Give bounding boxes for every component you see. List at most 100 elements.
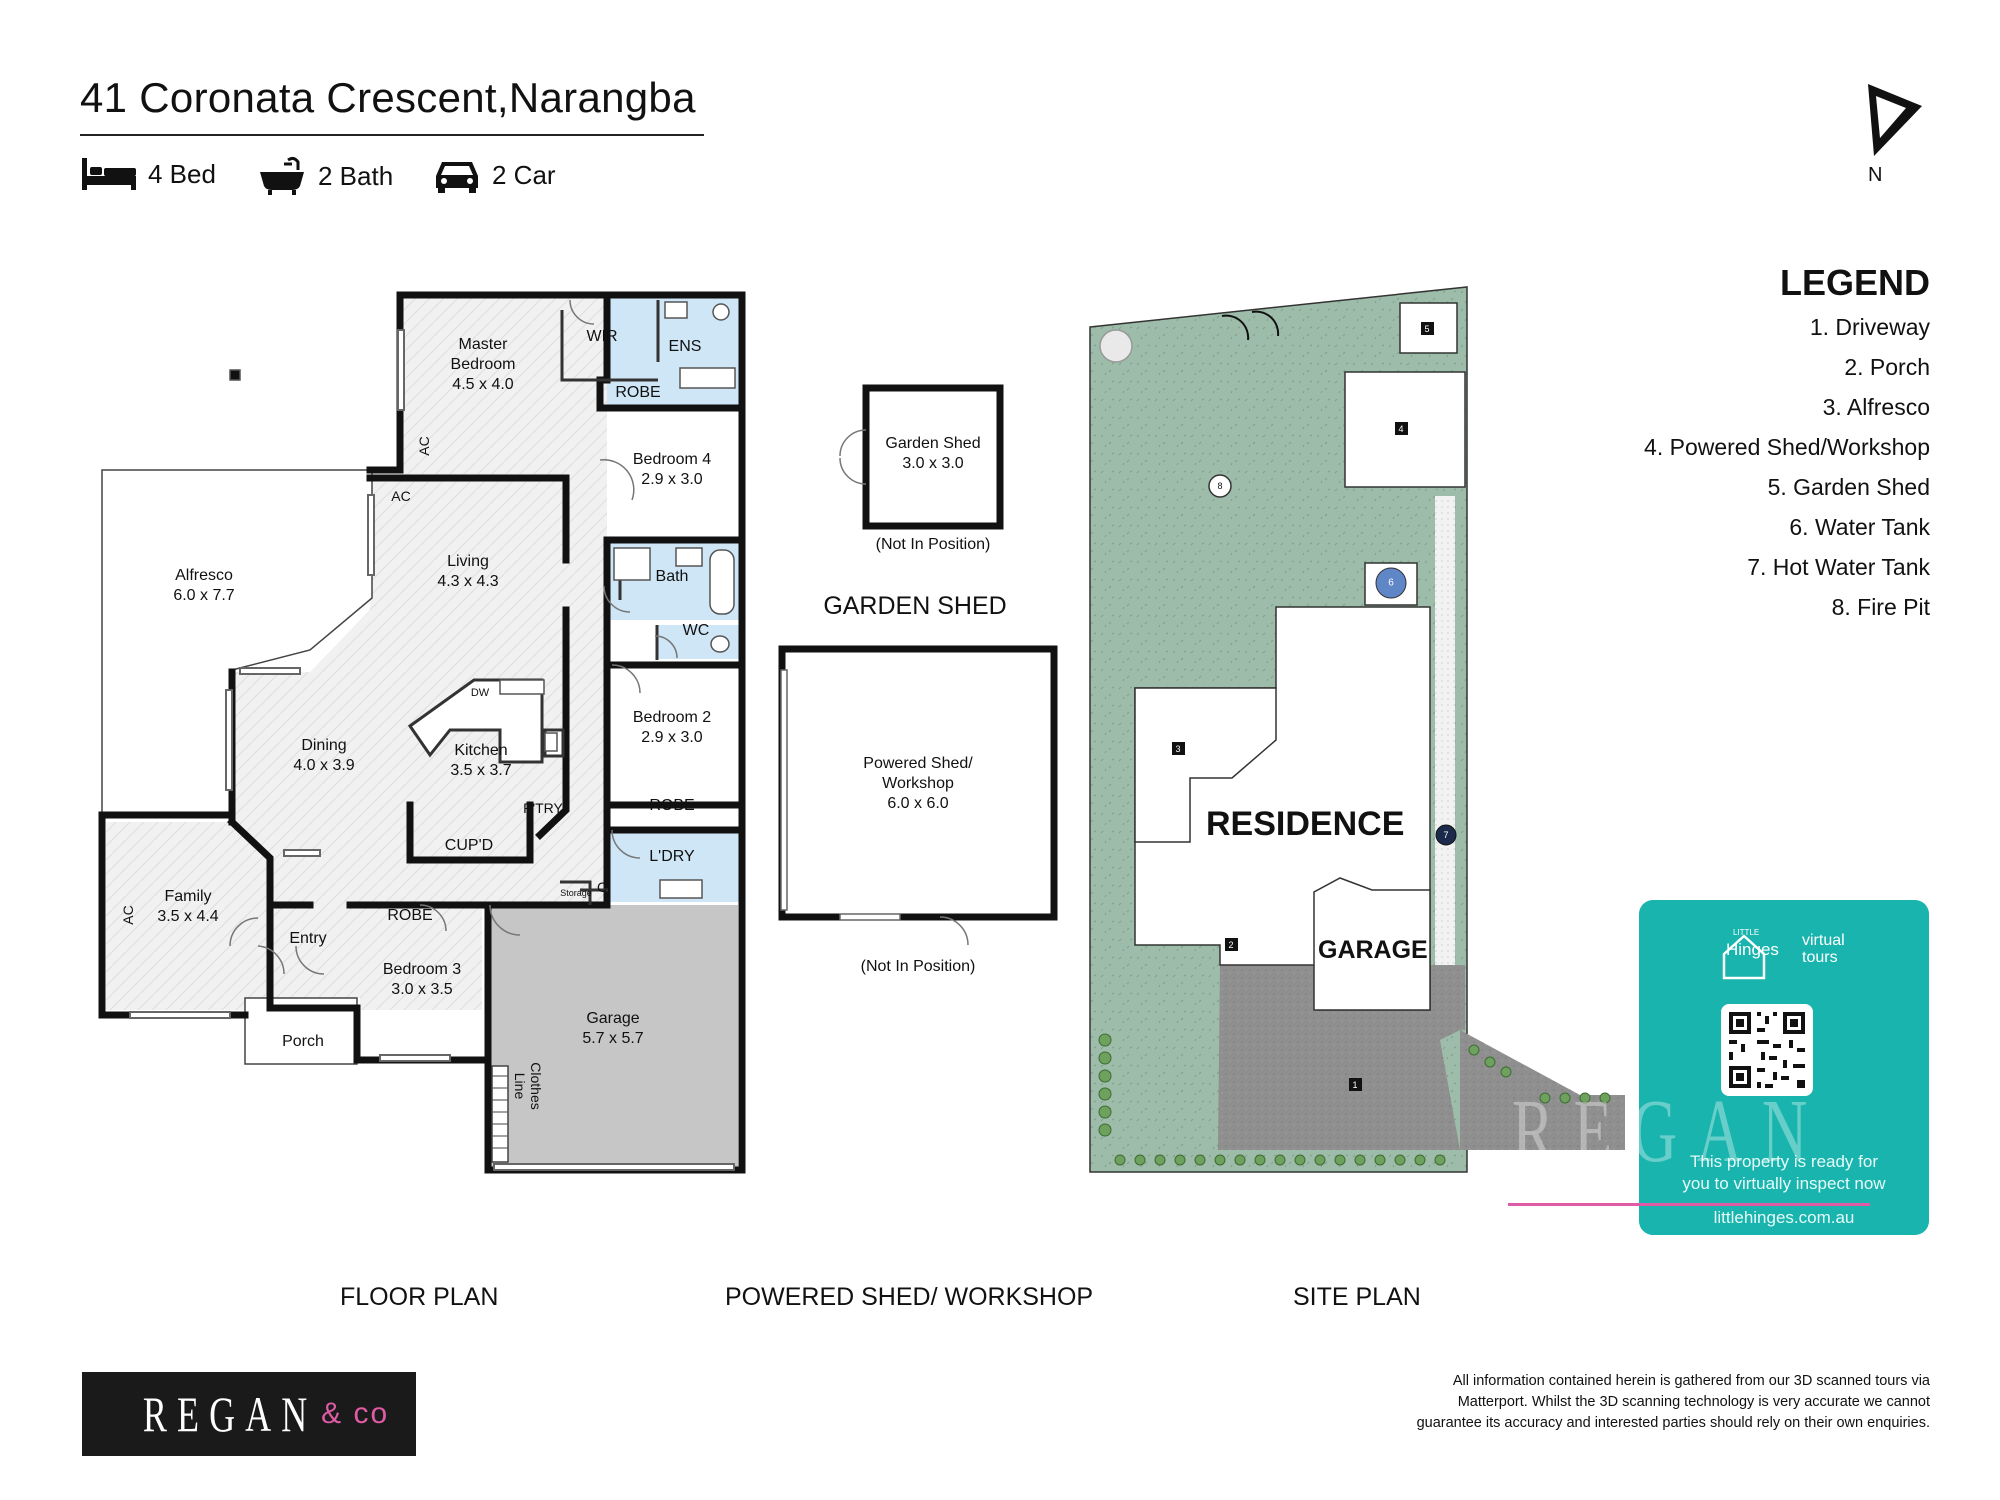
room-dining: Dining 4.0 x 3.9 — [293, 736, 354, 776]
tour-url[interactable]: littlehinges.com.au — [1713, 1208, 1855, 1227]
bath-count: 2 Bath — [318, 160, 394, 191]
room-size: 5.7 x 5.7 — [582, 1030, 644, 1047]
room-size: 2.9 x 3.0 — [641, 729, 703, 746]
room-wc: WC — [682, 622, 710, 639]
room-size: 2.9 x 3.0 — [641, 471, 703, 488]
room-size: 4.0 x 3.9 — [293, 757, 355, 774]
room-name: Master Bedroom — [450, 336, 516, 373]
door-swings — [229, 299, 678, 975]
pink-accent-line — [1508, 1203, 1870, 1206]
brand-tag: virtual tours — [1802, 932, 1845, 966]
room-bedroom-4: Bedroom 4 2.9 x 3.0 — [633, 450, 711, 490]
dishwasher-label: DW — [470, 687, 490, 699]
garage-floor — [488, 905, 738, 1170]
room-ensuite: ENS — [668, 338, 702, 355]
bath-spec: 2 Bath — [258, 156, 393, 196]
car-spec: 2 Car — [434, 156, 556, 194]
room-name: Bedroom 4 — [632, 451, 712, 468]
north-label: N — [1868, 164, 1883, 186]
room-entry: Entry — [289, 930, 327, 947]
room-porch: Porch — [282, 1033, 324, 1050]
room-name: Bedroom 2 — [632, 709, 712, 726]
room-bedroom-3: Bedroom 3 3.0 x 3.5 — [383, 960, 461, 1000]
bed-count: 4 Bed — [148, 158, 216, 189]
room-size: 3.0 x 3.0 — [902, 455, 964, 472]
bath-icon — [260, 156, 304, 195]
windows — [129, 329, 735, 1171]
logo-sub-text: & co — [321, 1397, 390, 1430]
clothes-line — [491, 1065, 509, 1163]
legend-item: 5. Garden Shed — [1767, 474, 1930, 500]
floor-plan-caption: FLOOR PLAN — [340, 1283, 499, 1311]
regan-watermark: REGAN — [1512, 1082, 1827, 1181]
interior-floor — [106, 295, 607, 1010]
not-in-position-note: (Not In Position) — [860, 958, 976, 975]
tour-line-2: you to virtually inspect now — [1682, 1174, 1886, 1193]
site-plan-caption: SITE PLAN — [1293, 1283, 1421, 1311]
pantry-label: P'TRY — [523, 800, 563, 816]
property-address: 41 Coronata Crescent,Narangba — [80, 74, 696, 121]
legend-item: 7. Hot Water Tank — [1747, 554, 1930, 580]
room-size: 3.0 x 3.5 — [391, 981, 453, 998]
room-name: Garden Shed — [885, 435, 981, 452]
room-name: Alfresco — [175, 567, 233, 584]
cupboard-c-label: C — [596, 879, 608, 895]
little-hinges-logo: LITTLE Hinges virtual tours — [1720, 926, 1870, 986]
legend-item: 4. Powered Shed/Workshop — [1644, 434, 1930, 460]
garden-shed-caption: GARDEN SHED — [823, 592, 1007, 620]
room-robe-bedroom-3: ROBE — [387, 907, 433, 924]
north-arrow-icon — [1868, 84, 1922, 156]
legend-item: 1. Driveway — [1809, 314, 1930, 340]
qr-code-icon — [1729, 1012, 1805, 1088]
room-alfresco: Alfresco 6.0 x 7.7 — [173, 566, 234, 606]
room-master-bedroom: Master Bedroom 4.5 x 4.0 — [451, 335, 516, 395]
residence-label: RESIDENCE — [1206, 805, 1405, 843]
room-bath: Bath — [655, 568, 689, 585]
marker-water-tank: 6 — [1388, 577, 1394, 589]
room-size: 6.0 x 6.0 — [887, 795, 949, 812]
marker-driveway: 1 — [1352, 1080, 1358, 1090]
marker-hot-water-tank: 7 — [1443, 830, 1449, 840]
fixtures — [229, 301, 736, 899]
room-name: Dining — [301, 737, 347, 754]
room-living: Living 4.3 x 4.3 — [437, 552, 498, 592]
marker-porch: 2 — [1228, 940, 1234, 950]
qr-code[interactable] — [1721, 1004, 1813, 1096]
room-robe: ROBE — [615, 384, 661, 401]
house-logo-icon — [1722, 934, 1766, 980]
bed-spec: 4 Bed — [82, 156, 216, 192]
not-in-position-note: (Not In Position) — [875, 536, 991, 553]
room-size: 3.5 x 4.4 — [157, 908, 219, 925]
car-icon — [436, 162, 478, 193]
site-plan-drawing — [1089, 286, 1625, 1173]
regan-co-logo: REGAN & co — [82, 1372, 416, 1456]
marker-garden-shed: 5 — [1424, 324, 1430, 334]
site-garage-label: GARAGE — [1318, 936, 1428, 964]
room-name: Garage — [586, 1010, 640, 1027]
cupboard-label: CUP'D — [444, 837, 494, 854]
room-garage: Garage 5.7 x 5.7 — [582, 1009, 643, 1049]
room-name: Bedroom 3 — [382, 961, 462, 978]
clothes-line-label: Clothes Line — [512, 1062, 544, 1110]
room-name: Powered Shed/ Workshop — [863, 755, 973, 792]
garden-shed-label: Garden Shed 3.0 x 3.0 — [885, 434, 980, 474]
ac-label: AC — [120, 905, 136, 925]
legend-title: LEGEND — [1779, 262, 1930, 303]
legend-item: 3. Alfresco — [1822, 394, 1930, 420]
room-name: Living — [447, 553, 489, 570]
workshop-label: Powered Shed/ Workshop 6.0 x 6.0 — [863, 754, 972, 814]
room-name: Family — [164, 888, 212, 905]
tour-line-1: This property is ready for — [1689, 1152, 1878, 1171]
title-divider — [80, 134, 704, 136]
legend-item: 6. Water Tank — [1789, 514, 1930, 540]
room-size: 6.0 x 7.7 — [173, 587, 235, 604]
room-size: 4.5 x 4.0 — [452, 376, 514, 393]
ac-label: AC — [391, 488, 411, 504]
room-size: 3.5 x 3.7 — [450, 762, 512, 779]
garden-shed-drawing — [839, 384, 1004, 530]
car-count: 2 Car — [492, 159, 556, 190]
marker-fire-pit: 8 — [1217, 481, 1223, 491]
disclaimer-text: All information contained herein is gath… — [1416, 1373, 1930, 1431]
workshop-caption: POWERED SHED/ WORKSHOP — [725, 1283, 1094, 1311]
